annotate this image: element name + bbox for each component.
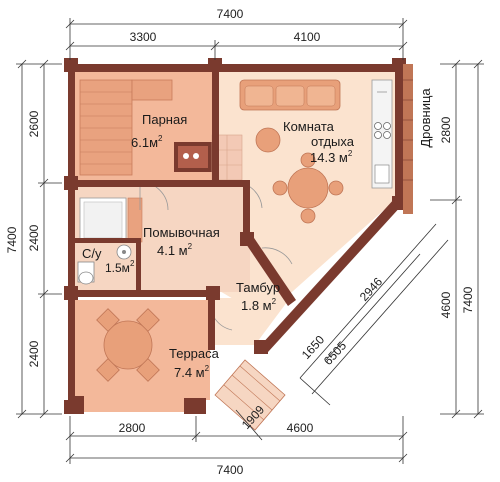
dim-top-total: 7400 (217, 7, 244, 21)
walls (68, 64, 403, 414)
room-labels: Парная 6.1м2 Комната отдыха 14.3 м2 Помы… (82, 88, 433, 380)
room-area-lounge: 14.3 м2 (310, 149, 353, 165)
dimension-labels: 7400 3300 4100 2800 4600 7400 7400 2600 … (5, 7, 475, 477)
dim-top-right: 4100 (294, 30, 321, 44)
firewood-storage (403, 64, 413, 214)
room-area-terrace: 7.4 м2 (174, 364, 210, 380)
room-area-washroom: 4.1 м2 (157, 242, 193, 258)
dim-bottom-right: 4600 (287, 421, 314, 435)
terrace-dining-table (96, 308, 160, 382)
dim-left-bot: 2400 (27, 340, 41, 367)
stove-icon (174, 142, 212, 172)
room-name-lounge-2: отдыха (311, 134, 355, 149)
dim-diag-inner: 2946 (357, 274, 385, 303)
shower-tray (79, 197, 127, 243)
room-area-steam: 6.1м2 (131, 134, 163, 150)
room-name-terrace: Терраса (169, 346, 220, 361)
dim-left-top: 2600 (27, 110, 41, 137)
dim-top-left: 3300 (130, 30, 157, 44)
room-name-firewood: Дровница (418, 88, 433, 148)
dim-bottom-left: 2800 (119, 421, 146, 435)
dim-right-top: 2800 (439, 116, 453, 143)
dim-right-total: 7400 (461, 286, 475, 313)
tambour-floor (210, 298, 290, 345)
dimension-lines (16, 18, 484, 464)
room-name-tambour: Тамбур (236, 280, 280, 295)
room-name-lounge-1: Комната (283, 119, 335, 134)
dim-bottom-total: 7400 (217, 463, 244, 477)
dim-left-mid: 2400 (27, 224, 41, 251)
lounge-dining-table (272, 152, 344, 224)
room-name-washroom: Помывочная (143, 225, 220, 240)
room-area-tambour: 1.8 м2 (241, 297, 277, 313)
round-side-table (255, 127, 281, 153)
dim-right-bot: 4600 (439, 291, 453, 318)
room-name-steam: Парная (142, 112, 187, 127)
room-name-wc: С/у (82, 246, 102, 261)
porch-steps (214, 359, 286, 431)
room-area-wc: 1.5м2 (105, 259, 135, 275)
dim-left-total: 7400 (5, 226, 19, 253)
log-ends (64, 58, 406, 414)
kitchenette (371, 79, 393, 189)
sink-icon (116, 244, 132, 260)
sofa-icon (239, 79, 341, 111)
steam-room-benches (79, 79, 173, 176)
toilet-icon (77, 261, 95, 285)
